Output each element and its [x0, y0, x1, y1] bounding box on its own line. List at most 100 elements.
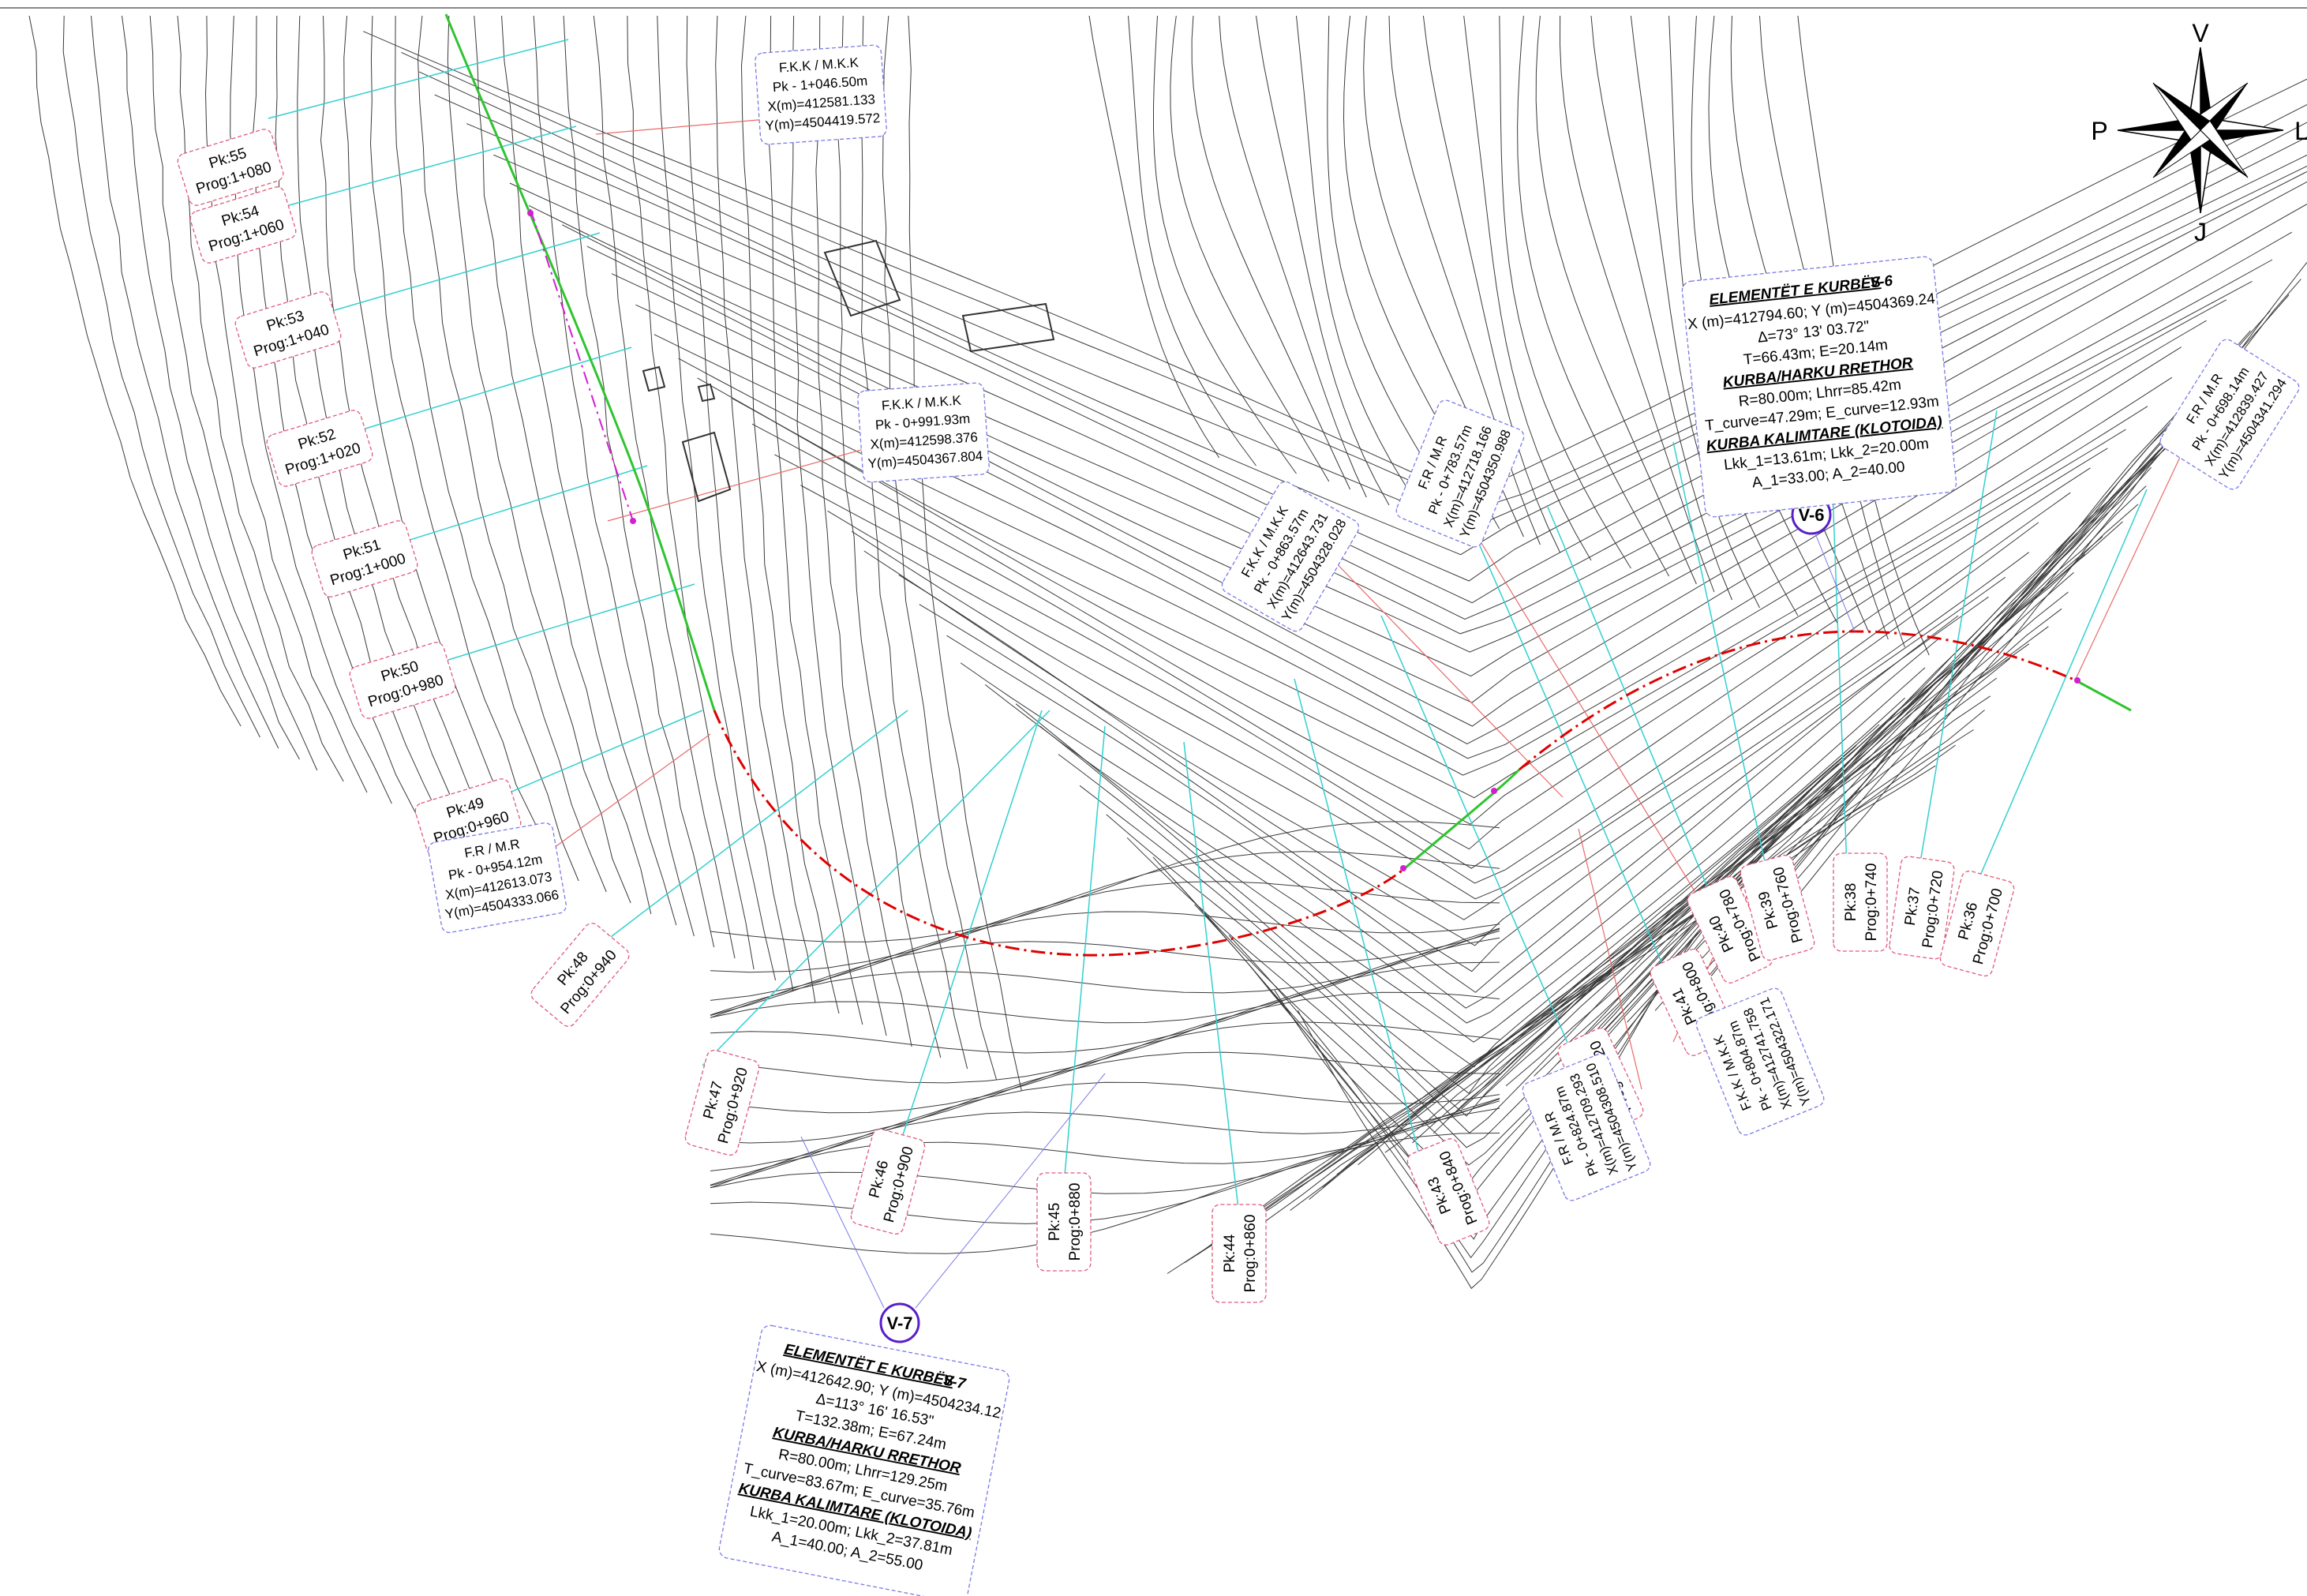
contour-line — [1517, 15, 1670, 577]
contour-line — [710, 937, 1500, 1054]
contour-line — [710, 1021, 1500, 1144]
contour-line — [501, 15, 677, 926]
contour-line — [1152, 812, 1798, 1166]
station-pk: Pk:38 — [1843, 883, 1859, 922]
point-label: F.R / M.RPk - 0+824.87mX(m)=412709.293Y(… — [1522, 1053, 1651, 1201]
cross-section-line — [315, 232, 601, 317]
contour-line — [493, 154, 2307, 604]
contour-line — [710, 927, 1500, 1024]
road-alignment — [444, 13, 2132, 957]
contour-line — [732, 377, 2173, 799]
contour-line — [960, 615, 1959, 1009]
contour-line — [1191, 15, 1351, 490]
contour-line — [710, 1081, 1500, 1186]
cross-section-line — [437, 583, 695, 664]
vertex-connector — [915, 1073, 1106, 1309]
cross-section-line — [899, 710, 1043, 1145]
contour-line — [1184, 744, 1956, 1264]
contour-line — [766, 15, 863, 1025]
contour-line — [1327, 15, 1465, 522]
contour-line — [447, 15, 631, 904]
point-label-box — [1395, 399, 1525, 548]
contour-line — [533, 15, 695, 937]
offset-line — [1578, 828, 1642, 1090]
alignment-straight — [444, 13, 716, 711]
contour-line — [122, 15, 300, 760]
station-label-box — [1212, 1204, 1267, 1303]
compass-east: L — [2294, 117, 2307, 145]
building — [642, 365, 666, 392]
cross-section-line — [1546, 504, 1713, 901]
station-prog: Prog:0+740 — [1863, 864, 1880, 942]
contour-line — [434, 94, 2307, 556]
compass-north: V — [2192, 19, 2209, 47]
point-label: F.R / M.RPk - 0+783.57mX(m)=412718.166Y(… — [1395, 399, 1525, 548]
cross-section-line — [489, 710, 703, 802]
contour-line — [1422, 15, 1561, 553]
point-label-box — [1221, 481, 1360, 632]
contour-line — [474, 15, 652, 915]
alignment-node — [630, 518, 636, 524]
station-label-box — [177, 129, 284, 206]
cross-section-lines — [260, 39, 2148, 1216]
contour-line — [1590, 15, 1732, 601]
contour-line — [1015, 667, 1926, 1043]
cross-section-line — [1830, 449, 1848, 869]
contour-line — [369, 15, 555, 871]
contour-line — [1197, 729, 1974, 1256]
alignment-node — [1400, 865, 1406, 871]
contour-line — [908, 15, 1022, 1092]
contour-line — [710, 1107, 1500, 1224]
contour-line — [946, 596, 1989, 993]
cross-section-line — [607, 710, 908, 940]
point-labels: F.K.K / M.K.KPk - 1+046.50mX(m)=412581.1… — [428, 44, 2300, 1201]
contour-line — [149, 15, 318, 771]
vertex-id: V-7 — [886, 1313, 912, 1333]
offset-line — [536, 733, 711, 861]
contour-line — [882, 15, 998, 1081]
contour-line — [710, 1051, 1500, 1171]
contour-line — [837, 15, 942, 1058]
cross-section-line — [1972, 489, 2148, 893]
point-label-box — [2159, 339, 2300, 490]
contour-line — [1556, 432, 2177, 1065]
compass-south: J — [2194, 218, 2207, 246]
contour-line — [657, 15, 777, 981]
curve-table-box — [718, 1324, 1010, 1596]
contour-line — [1559, 15, 1715, 593]
contour-line — [678, 320, 2207, 759]
contour-line — [1572, 418, 2197, 1057]
cross-section-line — [346, 347, 632, 435]
station-label-box — [234, 291, 342, 369]
compass-diagonal — [2152, 129, 2211, 178]
cross-section-line — [1672, 441, 1769, 877]
station-label-box — [1036, 1172, 1092, 1272]
contour-line — [827, 467, 2091, 884]
contour-line — [1088, 15, 1220, 459]
contour-line — [1499, 15, 1631, 569]
contour-line — [1290, 658, 2010, 1211]
contour-line — [1039, 697, 1905, 1068]
station-label-box — [311, 520, 418, 598]
vertex-connector — [800, 1136, 885, 1309]
contour-line — [1264, 677, 1998, 1223]
cross-section-line — [1294, 678, 1421, 1161]
point-label: F.K.K / M.K.KPk - 1+046.50mX(m)=412581.1… — [755, 44, 887, 145]
contour-line — [710, 928, 1500, 1016]
contour-line — [561, 203, 2307, 653]
contour-line — [710, 991, 1500, 1114]
alignment-node — [527, 210, 534, 216]
contour-line — [710, 1133, 1500, 1254]
curve-id: V-6 — [1869, 273, 1893, 292]
contour-line — [417, 15, 607, 893]
contour-line — [715, 15, 816, 1003]
